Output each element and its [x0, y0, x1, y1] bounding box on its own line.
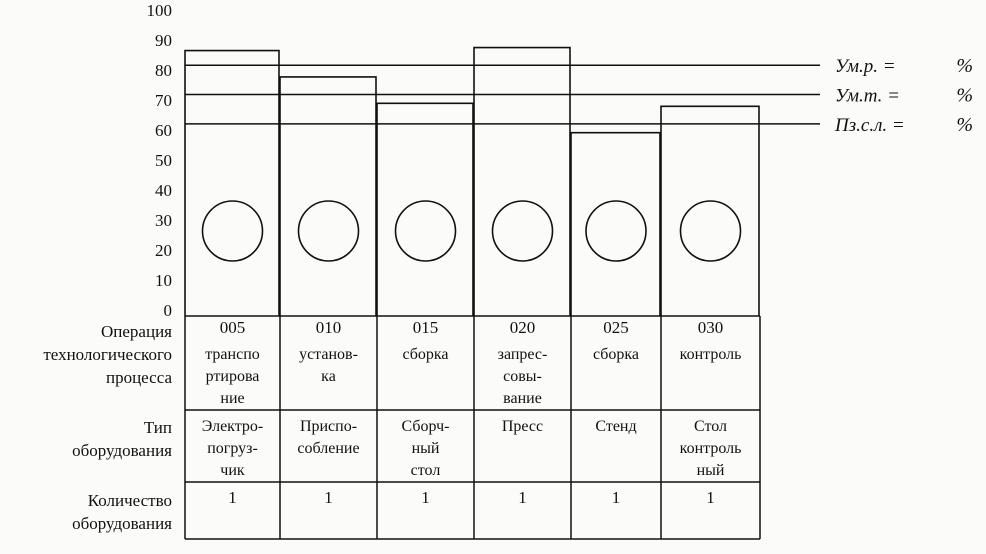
equipment-type: Стенд	[595, 418, 636, 435]
y-tick-label: 10	[155, 271, 172, 290]
equipment-type: Электро-	[202, 418, 264, 435]
operation-name: ртирова	[206, 368, 260, 385]
row-label: Тип	[144, 418, 172, 437]
row-label: оборудования	[72, 514, 172, 533]
reference-line-unit: %	[956, 114, 973, 136]
y-tick-label: 80	[155, 61, 172, 80]
equipment-count: 1	[324, 488, 333, 507]
bars	[184, 46, 760, 316]
equipment-count: 1	[612, 488, 621, 507]
bar-025	[570, 131, 661, 316]
row-label: Количество	[88, 491, 172, 510]
operation-name: установ-	[299, 346, 358, 363]
equipment-type: Пресс	[502, 418, 543, 435]
row-label: процесса	[106, 368, 172, 387]
y-tick-label: 0	[164, 301, 173, 320]
y-tick-label: 20	[155, 241, 172, 260]
reference-line-label: Ум.р. =	[835, 56, 896, 77]
reference-lines: Ум.р. =% Ум.т. =% Пз.с.л. =%	[185, 55, 973, 136]
circle-marker-015	[394, 200, 457, 262]
operation-name: совы-	[503, 368, 542, 385]
y-tick-label: 50	[155, 151, 172, 170]
bar-010	[279, 76, 377, 316]
row-label: Операция	[101, 322, 172, 341]
equipment-type: погруз-	[207, 440, 258, 457]
circle-marker-020	[491, 200, 554, 262]
operation-code: 020	[510, 318, 536, 337]
operation-code: 030	[698, 318, 724, 337]
reference-line-label: Пз.с.л. =	[834, 115, 905, 136]
bar-015	[376, 102, 474, 316]
operation-name: запрес-	[498, 346, 548, 363]
equipment-count: 1	[421, 488, 430, 507]
y-tick-label: 90	[155, 31, 172, 50]
circle-marker-005	[201, 200, 264, 262]
operation-name: сборка	[593, 346, 639, 363]
bar-020	[473, 46, 571, 316]
y-tick-label: 70	[155, 91, 172, 110]
equipment-type: Стол	[694, 418, 727, 435]
equipment-type: ный	[697, 462, 725, 479]
circle-marker-010	[297, 200, 360, 262]
bar-030	[660, 105, 760, 316]
equipment-type: Сборч-	[402, 418, 450, 435]
operation-code: 025	[603, 318, 629, 337]
y-tick-label: 60	[155, 121, 172, 140]
operation-code: 015	[413, 318, 439, 337]
circle-markers	[201, 200, 742, 262]
operation-code: 005	[220, 318, 246, 337]
bar-005	[184, 49, 280, 316]
operation-name: трaнспо	[205, 346, 260, 363]
equipment-count: 1	[706, 488, 715, 507]
equipment-type: ный	[412, 440, 440, 457]
operation-name: ние	[220, 390, 244, 407]
equipment-count: 1	[518, 488, 527, 507]
reference-line-unit: %	[956, 85, 973, 107]
y-tick-label: 30	[155, 211, 172, 230]
row-label: технологического	[43, 345, 172, 364]
equipment-type: стол	[411, 462, 441, 479]
equipment-type: контроль	[680, 440, 742, 457]
operation-name: контроль	[680, 346, 742, 363]
reference-line-unit: %	[956, 55, 973, 77]
equipment-count: 1	[228, 488, 237, 507]
equipment-type: чик	[220, 462, 245, 479]
row-label: оборудования	[72, 441, 172, 460]
reference-line-label: Ум.т. =	[835, 86, 900, 107]
y-tick-label: 100	[147, 1, 173, 20]
operation-name: ка	[321, 368, 336, 385]
circle-marker-030	[679, 200, 742, 262]
operation-code: 010	[316, 318, 342, 337]
operation-name: сборка	[402, 346, 448, 363]
y-tick-label: 40	[155, 181, 172, 200]
circle-marker-025	[585, 200, 647, 262]
operation-name: вание	[503, 390, 542, 407]
equipment-type: собление	[297, 440, 359, 457]
equipment-type: Приспо-	[300, 418, 357, 435]
